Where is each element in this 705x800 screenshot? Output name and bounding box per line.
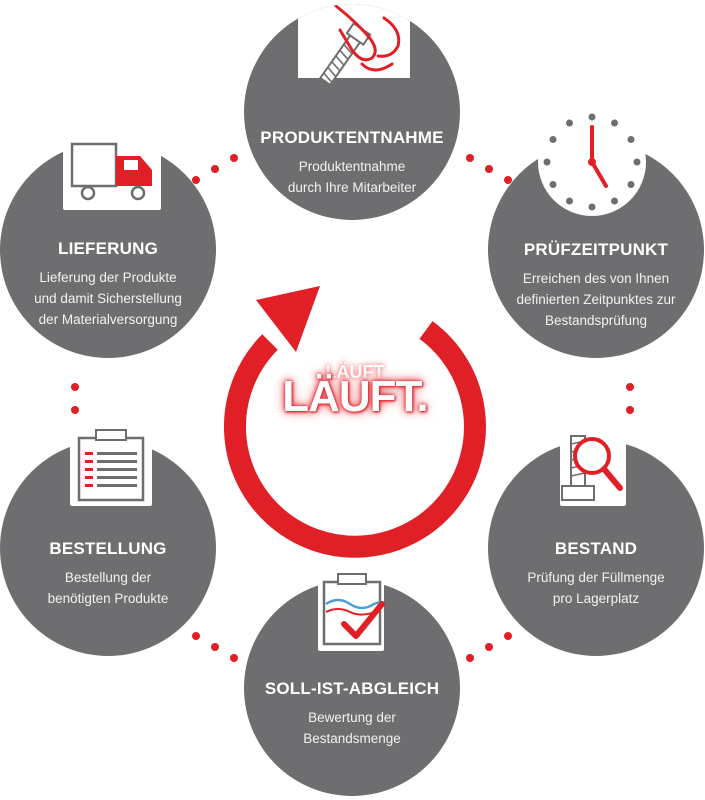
step-circle-pruefzeitpunkt: [488, 142, 704, 358]
step-description-line: benötigten Produkte: [47, 591, 169, 606]
step-bestand: BESTAND Prüfung der Füllmenge pro Lagerp…: [496, 539, 696, 609]
step-description-line: Bewertung der: [308, 710, 396, 725]
step-title: PRÜFZEITPUNKT: [523, 240, 669, 259]
step-description-line: pro Lagerplatz: [552, 591, 640, 606]
magnifier-bolt-icon: [560, 430, 626, 506]
clipboard-check-icon: [318, 573, 385, 651]
clipboard-list-icon: [70, 429, 152, 506]
connector-dots: [71, 154, 634, 662]
step-description-line: definierten Zeitpunktes zur: [516, 292, 676, 307]
step-circle-soll-ist-abgleich: [244, 580, 460, 796]
step-title: LIEFERUNG: [57, 239, 159, 258]
step-description-line: Erreichen des von Ihnen: [522, 271, 670, 286]
screw-grab-icon: [298, 4, 410, 87]
step-title: BESTAND: [554, 539, 638, 558]
step-title: PRODUKTENTNAHME: [260, 128, 444, 147]
step-lieferung: LIEFERUNG Lieferung der Produkte und dam…: [10, 239, 206, 330]
truck-icon: [63, 128, 161, 210]
step-title: SOLL-IST-ABGLEICH: [264, 679, 440, 698]
step-title: BESTELLUNG: [49, 539, 167, 558]
step-soll-ist-abgleich: SOLL-IST-ABGLEICH Bewertung der Bestands…: [252, 679, 452, 749]
step-produktentnahme: PRODUKTENTNAHME Produktentnahme durch Ih…: [252, 128, 452, 198]
step-description-line: durch Ihre Mitarbeiter: [287, 180, 417, 195]
step-circle-bestellung: [0, 440, 216, 656]
step-description-line: der Materialversorgung: [38, 312, 178, 327]
cycle-arrow-icon: [224, 286, 486, 558]
step-description-line: und damit Sicherstellung: [34, 291, 182, 306]
step-description-line: Bestandsmenge: [303, 731, 401, 746]
step-description-line: Lieferung der Produkte: [39, 270, 177, 285]
step-description-line: Bestandsprüfung: [544, 313, 648, 328]
step-bestellung: BESTELLUNG Bestellung der benötigten Pro…: [12, 539, 204, 609]
step-circle-bestand: [488, 440, 704, 656]
step-description-line: Prüfung der Füllmenge: [527, 570, 665, 585]
step-description-line: Produktentnahme: [298, 159, 406, 174]
step-pruefzeitpunkt: PRÜFZEITPUNKT Erreichen des von Ihnen de…: [496, 240, 696, 331]
clock-icon: [538, 108, 646, 216]
center-logo: LÄUFT.: [282, 372, 429, 421]
step-description-line: Bestellung der: [64, 570, 152, 585]
step-circle-lieferung: [0, 142, 216, 358]
center-logo-shadow-text: LÄUFT: [325, 362, 385, 382]
